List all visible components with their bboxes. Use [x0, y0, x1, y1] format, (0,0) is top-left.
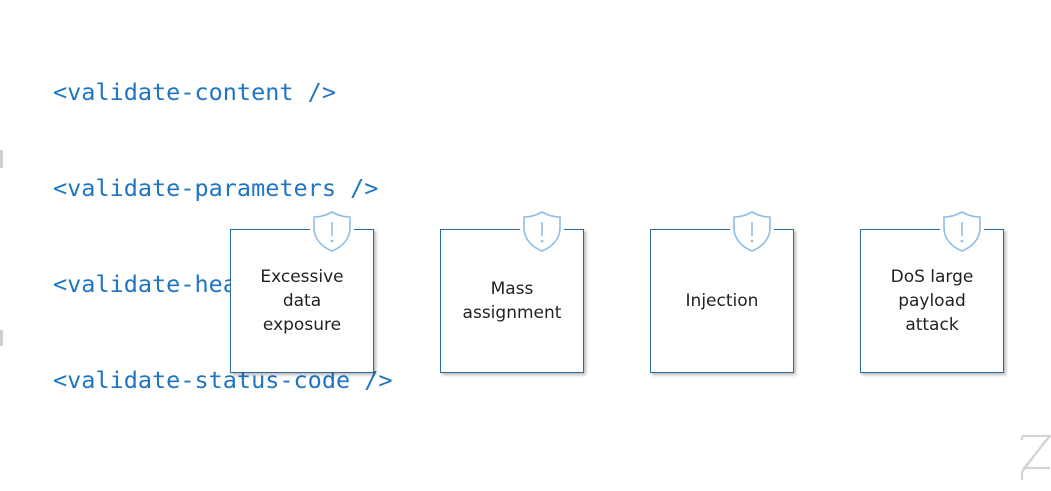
edge-mark — [0, 150, 3, 168]
shield-alert-icon — [520, 209, 564, 255]
shield-alert-icon — [940, 209, 984, 255]
shield-alert-icon — [310, 209, 354, 255]
threat-card-injection: Injection — [650, 209, 794, 373]
logo-icon — [1018, 432, 1051, 486]
threat-card-dos-large-payload-attack: DoS large payload attack — [860, 209, 1004, 373]
card-label: Excessive data exposure — [260, 267, 344, 335]
threat-card-excessive-data-exposure: Excessive data exposure — [230, 209, 374, 373]
threat-card-mass-assignment: Mass assignment — [440, 209, 584, 373]
code-line-validate-content: <validate-content /> — [53, 78, 336, 106]
card-label: Mass assignment — [462, 279, 562, 323]
card-label: Injection — [685, 291, 759, 311]
card-label: DoS large payload attack — [890, 267, 974, 335]
shield-alert-icon — [730, 209, 774, 255]
edge-mark — [0, 330, 3, 346]
code-line-validate-parameters: <validate-parameters /> — [53, 174, 379, 202]
